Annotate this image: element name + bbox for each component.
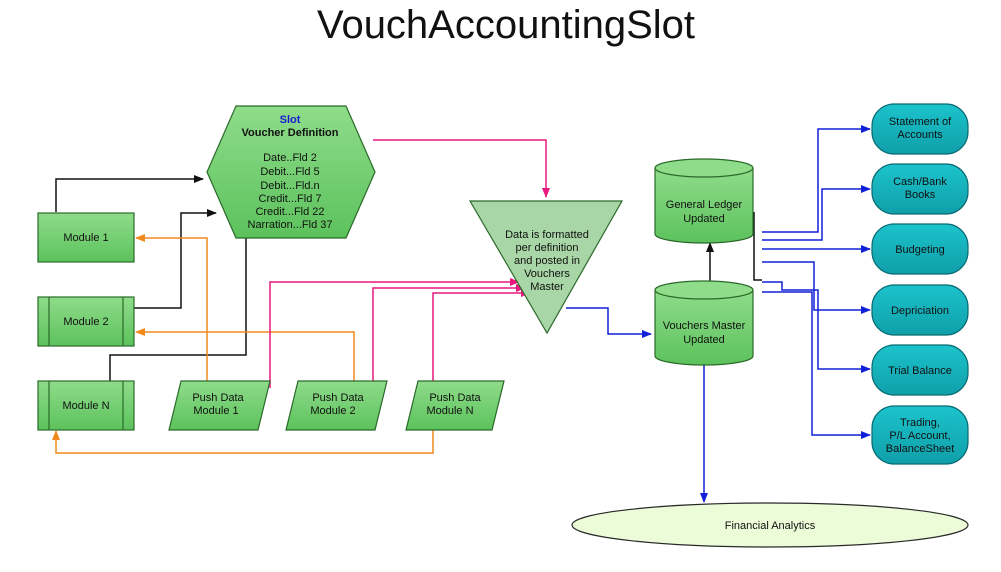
module-n: Module N xyxy=(37,380,135,431)
slot-field-5: Credit...Fld 22 xyxy=(255,206,324,218)
format-line-5: Master xyxy=(530,281,564,293)
arrow-to-cashbank xyxy=(762,185,871,241)
format-line-1: Data is formatted xyxy=(505,229,589,241)
push-2-line-2: Module 2 xyxy=(310,405,355,417)
vouchers-master-cylinder: Vouchers Master Updated xyxy=(654,280,754,366)
arrow-push1-to-format xyxy=(269,278,520,388)
format-line-4: Vouchers xyxy=(524,268,570,280)
format-line-2: per definition xyxy=(516,242,579,254)
slot-field-3: Debit...Fld.n xyxy=(260,180,319,192)
push-data-module-n: Push Data Module N xyxy=(405,380,505,431)
output-trial-balance: Trial Balance xyxy=(871,344,969,396)
trading-line-1: Trading, xyxy=(900,417,940,429)
vouchers-line-2: Updated xyxy=(683,334,725,346)
format-post-triangle: Data is formatted per definition and pos… xyxy=(468,200,624,335)
push-data-module-2: Push Data Module 2 xyxy=(285,380,388,431)
arrow-push1-to-module1 xyxy=(135,234,208,381)
financial-analytics-label: Financial Analytics xyxy=(725,520,816,532)
arrow-module1-to-slot xyxy=(55,175,204,212)
slot-heading: Slot xyxy=(280,114,301,126)
arrow-to-depriciation xyxy=(762,261,871,314)
ledger-line-2: Updated xyxy=(683,213,725,225)
slot-field-1: Date..Fld 2 xyxy=(263,152,317,164)
financial-analytics: Financial Analytics xyxy=(571,502,969,548)
push-1-line-2: Module 1 xyxy=(193,405,238,417)
push-data-module-1: Push Data Module 1 xyxy=(168,380,271,431)
output-cash-bank-books: Cash/Bank Books xyxy=(871,163,969,215)
push-n-line-1: Push Data xyxy=(429,392,481,404)
arrow-to-trading xyxy=(762,291,871,439)
general-ledger-cylinder: General Ledger Updated xyxy=(654,158,754,244)
arrow-to-trial xyxy=(762,281,871,373)
ledger-to-rail xyxy=(753,212,762,281)
arrow-pushN-to-moduleN xyxy=(52,430,434,454)
push-2-line-1: Push Data xyxy=(312,392,364,404)
arrow-format-to-vouchers xyxy=(566,307,652,338)
arrow-slot-to-format xyxy=(373,139,550,198)
push-1-line-1: Push Data xyxy=(192,392,244,404)
output-trading-pl-balancesheet: Trading, P/L Account, BalanceSheet xyxy=(871,405,969,465)
push-n-line-2: Module N xyxy=(426,405,473,417)
statement-line-2: Accounts xyxy=(897,129,943,141)
trading-line-2: P/L Account, xyxy=(889,430,950,442)
module-n-label: Module N xyxy=(62,400,109,412)
diagram-title: VouchAccountingSlot xyxy=(317,3,695,47)
slot-field-4: Credit...Fld 7 xyxy=(259,193,322,205)
module-1: Module 1 xyxy=(37,212,135,263)
arrow-pushN-to-format xyxy=(432,289,531,381)
slot-voucher-definition: Slot Voucher Definition Date..Fld 2 Debi… xyxy=(206,105,376,239)
arrow-module2-to-slot xyxy=(134,209,217,309)
slot-field-2: Debit...Fld 5 xyxy=(260,166,319,178)
cashbank-line-1: Cash/Bank xyxy=(893,176,947,188)
slot-field-6: Narration...Fld 37 xyxy=(248,219,333,231)
trial-label: Trial Balance xyxy=(888,365,952,377)
output-budgeting: Budgeting xyxy=(871,223,969,275)
budgeting-label: Budgeting xyxy=(895,244,945,256)
trading-line-3: BalanceSheet xyxy=(886,443,955,455)
module-2: Module 2 xyxy=(37,296,135,347)
module-2-label: Module 2 xyxy=(63,316,108,328)
arrow-to-statement xyxy=(762,125,871,233)
ledger-line-1: General Ledger xyxy=(666,199,743,211)
depriciation-label: Depriciation xyxy=(891,305,949,317)
module-1-label: Module 1 xyxy=(63,232,108,244)
arrow-push2-to-format xyxy=(372,284,526,381)
statement-line-1: Statement of xyxy=(889,116,952,128)
connectors xyxy=(52,125,871,503)
output-statement-of-accounts: Statement of Accounts xyxy=(871,103,969,155)
slot-subheading: Voucher Definition xyxy=(242,127,339,139)
format-line-3: and posted in xyxy=(514,255,580,267)
arrow-moduleN-to-slot xyxy=(109,223,250,381)
cashbank-line-2: Books xyxy=(905,189,936,201)
vouchers-line-1: Vouchers Master xyxy=(663,320,746,332)
arrow-push2-to-module2 xyxy=(135,328,355,381)
output-depriciation: Depriciation xyxy=(871,284,969,336)
